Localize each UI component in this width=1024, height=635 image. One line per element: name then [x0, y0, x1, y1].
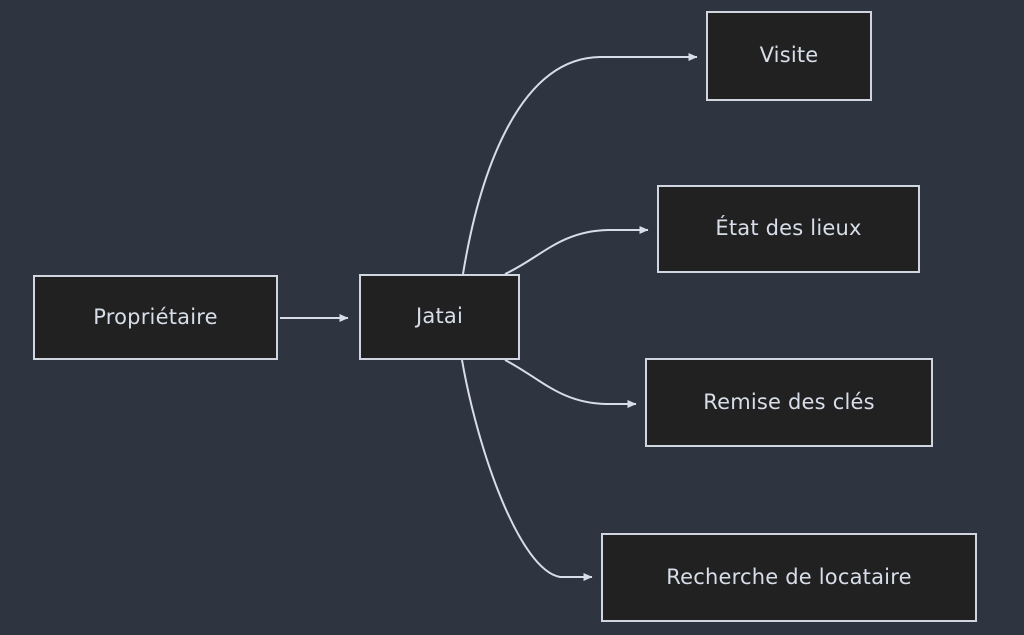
- edge-jatai-to-remise: [504, 359, 637, 408]
- node-jatai[interactable]: Jatai: [359, 274, 520, 360]
- node-label-jatai: Jatai: [416, 304, 463, 329]
- node-visite[interactable]: Visite: [706, 11, 872, 101]
- node-remise-des-cles[interactable]: Remise des clés: [645, 358, 933, 447]
- node-etat-des-lieux[interactable]: État des lieux: [657, 185, 920, 273]
- node-label-etat-des-lieux: État des lieux: [715, 216, 862, 241]
- node-label-proprietaire: Propriétaire: [93, 304, 218, 329]
- edge-jatai-to-etat: [504, 226, 649, 275]
- node-recherche-de-locataire[interactable]: Recherche de locataire: [601, 533, 977, 622]
- node-label-visite: Visite: [759, 43, 819, 68]
- edge-jatai-to-recherche: [461, 359, 593, 581]
- node-label-recherche-de-locataire: Recherche de locataire: [666, 564, 912, 589]
- node-label-remise-des-cles: Remise des clés: [703, 389, 875, 414]
- node-proprietaire[interactable]: Propriétaire: [33, 275, 278, 360]
